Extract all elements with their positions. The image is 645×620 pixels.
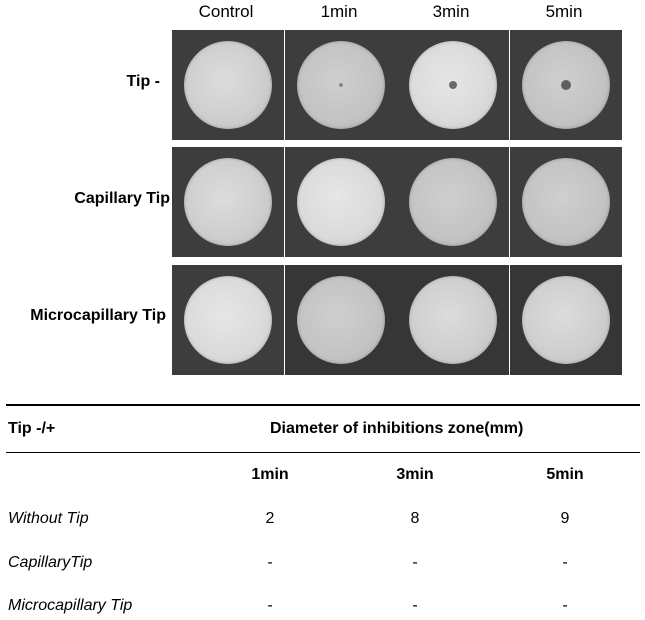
inhibition-zone [339,83,343,87]
row-label-tip-minus: Tip - [126,73,160,90]
column-header-3min: 3min [432,2,470,21]
row-label: Microcapillary Tip [8,597,133,614]
cell-value: - [562,597,568,614]
inhibition-zone [561,80,571,90]
cell-value: - [267,597,273,614]
cell-value: - [412,597,418,614]
plate-image [285,265,397,375]
plate-image [397,30,509,140]
cell-value: 2 [265,510,275,527]
plate-image [510,265,622,375]
table-header-tip: Tip -/+ [8,420,56,437]
disc [522,276,610,364]
table-header-diameter: Diameter of inhibitions zone(mm) [270,420,524,437]
cell-value: 9 [560,510,570,527]
plate-image [397,147,509,257]
cell-value: - [412,554,418,571]
disc [522,41,610,129]
cell-value: - [267,554,273,571]
disc [522,158,610,246]
row-label-capillary-tip: Capillary Tip [74,190,170,207]
disc [409,276,497,364]
disc [409,158,497,246]
disc [297,158,385,246]
cell-value: - [562,554,568,571]
disc [184,276,272,364]
row-label: CapillaryTip [8,554,93,571]
column-header-control: Control [198,2,254,21]
table-top-rule [6,404,640,406]
column-header-1min: 1min [320,2,358,21]
disc [297,41,385,129]
cell-value: 8 [410,510,420,527]
column-header-5min: 5min [545,2,583,21]
table-subheader-3min: 3min [396,466,434,483]
plate-image [285,30,397,140]
plate-image [172,265,284,375]
table-header-rule [6,452,640,453]
table-subheader-5min: 5min [546,466,584,483]
plate-image [397,265,509,375]
row-label: Without Tip [8,510,89,527]
plate-image [285,147,397,257]
disc [184,158,272,246]
disc [184,41,272,129]
plate-image [510,147,622,257]
disc [409,41,497,129]
plate-image [172,147,284,257]
inhibition-zone [449,81,457,89]
plate-image [510,30,622,140]
table-subheader-1min: 1min [251,466,289,483]
plate-image [172,30,284,140]
row-label-microcapillary-tip: Microcapillary Tip [30,307,166,324]
disc [297,276,385,364]
